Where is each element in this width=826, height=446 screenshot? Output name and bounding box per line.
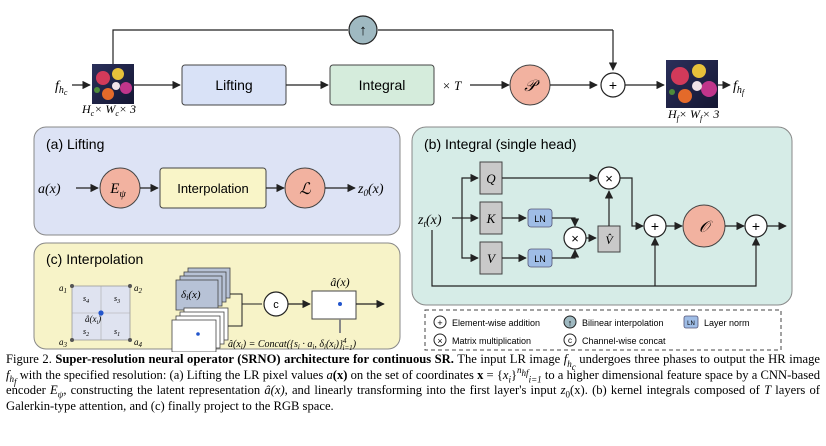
svg-text:×: × — [571, 231, 579, 246]
qv-multiply-node: × — [597, 166, 621, 190]
output-dims-label: Hf× Wf× 3 — [667, 107, 719, 123]
input-image-label: fhc — [55, 79, 68, 97]
integral-input-label: zt(x) — [417, 213, 442, 229]
svg-text:LN: LN — [687, 321, 695, 327]
svg-text:+: + — [609, 77, 617, 93]
svg-text:Matrix multiplication: Matrix multiplication — [452, 336, 531, 346]
up-arrow-icon: ↑ — [359, 22, 367, 39]
svg-text:V̂: V̂ — [605, 233, 614, 247]
encoder-node: Eψ — [99, 167, 141, 209]
input-dims-label: Hc× Wc× 3 — [81, 102, 136, 118]
svg-text:Bilinear interpolation: Bilinear interpolation — [582, 318, 664, 328]
legend-item-matmul: × Matrix multiplication — [433, 333, 531, 347]
attn-add-node: + — [643, 214, 667, 238]
caption-fig-label: Figure 2. — [6, 352, 52, 366]
svg-text:s4: s4 — [83, 294, 89, 305]
layer-norm-v: LN — [527, 248, 553, 268]
feature-map-stack — [171, 307, 229, 352]
lifting-output-label: z0(x) — [357, 182, 384, 198]
svg-text:â(x): â(x) — [330, 275, 349, 289]
lifting-panel-title: (a) Lifting — [46, 136, 104, 152]
svg-text:×: × — [437, 336, 442, 346]
vhat-block: V̂ — [597, 225, 621, 253]
svg-text:LN: LN — [534, 254, 546, 264]
key-block: K — [479, 201, 503, 235]
svg-text:K: K — [486, 211, 497, 226]
svg-text:Interpolation: Interpolation — [177, 181, 249, 196]
srno-architecture-figure: fhc Hc× Wc× 3 ↑ Lifting — [33, 15, 793, 352]
lifting-input-label: a(x) — [38, 182, 61, 197]
svg-text:Eψ: Eψ — [109, 181, 126, 200]
svg-text:c: c — [273, 299, 279, 311]
linear-transform-node: ℒ — [284, 167, 326, 209]
svg-text:c: c — [568, 336, 572, 345]
lifting-panel: (a) Lifting a(x) Eψ Interpolation ℒ z0(x… — [33, 126, 401, 236]
projection-node: 𝒫 — [509, 64, 551, 106]
svg-text:a1: a1 — [59, 283, 67, 295]
svg-text:Q: Q — [486, 171, 496, 186]
caption-title: Super-resolution neural operator (SRNO) … — [55, 352, 454, 366]
svg-text:a2: a2 — [134, 283, 143, 295]
value-block: V — [479, 241, 503, 275]
legend-item-concat: c Channel-wise concat — [563, 333, 666, 347]
svg-text:↑: ↑ — [568, 318, 573, 328]
svg-text:s1: s1 — [114, 327, 120, 338]
svg-text:â(xi): â(xi) — [85, 314, 101, 326]
latent-rep-box: â(x) — [311, 275, 357, 333]
legend-item-addition: + Element-wise addition — [433, 315, 540, 329]
ffn-add-node: + — [744, 214, 768, 238]
layer-norm-k: LN — [527, 208, 553, 228]
svg-text:s3: s3 — [114, 294, 120, 305]
output-add-node: + — [600, 72, 626, 98]
integral-panel: (b) Integral (single head) zt(x) Q K V L… — [411, 126, 793, 306]
interpolation-block: Interpolation — [159, 167, 267, 209]
figure-caption: Figure 2. Super-resolution neural operat… — [6, 352, 821, 413]
lifting-block: Lifting — [181, 64, 287, 106]
top-pipeline: fhc Hc× Wc× 3 ↑ Lifting — [55, 15, 746, 123]
lr-input-image — [92, 64, 134, 104]
output-image-label: fhf — [733, 79, 746, 97]
bilinear-upsample-node: ↑ — [348, 15, 378, 45]
output-op-node: 𝒪 — [682, 204, 726, 248]
relative-coord-stack: δi(x) — [175, 267, 231, 311]
svg-text:×: × — [605, 171, 613, 186]
bilinear-grid: a1 a2 a3 a4 s4 s3 s2 s1 â(xi) — [59, 283, 143, 349]
legend-item-bilinear: ↑ Bilinear interpolation — [563, 315, 664, 329]
svg-text:a3: a3 — [59, 337, 68, 349]
query-block: Q — [479, 161, 503, 195]
svg-text:δi(x): δi(x) — [181, 289, 201, 302]
svg-text:a4: a4 — [134, 337, 143, 349]
svg-text:+: + — [651, 218, 659, 234]
svg-text:ℒ: ℒ — [299, 181, 311, 198]
svg-text:s2: s2 — [83, 327, 89, 338]
repeat-t-label: × T — [442, 78, 462, 93]
legend: + Element-wise addition ↑ Bilinear inter… — [424, 309, 782, 351]
svg-text:Channel-wise concat: Channel-wise concat — [582, 336, 666, 346]
interp-panel-title: (c) Interpolation — [46, 251, 143, 267]
integral-block: Integral — [329, 64, 435, 106]
hr-output-image — [666, 60, 718, 108]
svg-text:Element-wise addition: Element-wise addition — [452, 318, 540, 328]
svg-text:LN: LN — [534, 214, 546, 224]
svg-text:+: + — [752, 218, 760, 234]
svg-text:Integral: Integral — [359, 77, 406, 93]
svg-text:+: + — [437, 318, 442, 328]
svg-text:Layer norm: Layer norm — [704, 318, 750, 328]
legend-item-layernorm: LN Layer norm — [683, 315, 750, 329]
svg-text:Lifting: Lifting — [215, 77, 252, 93]
svg-text:V: V — [487, 251, 497, 266]
integral-panel-title: (b) Integral (single head) — [424, 136, 577, 152]
interpolation-panel: (c) Interpolation a1 a2 a3 a4 s4 s3 s2 s… — [33, 242, 401, 352]
concat-node: c — [263, 291, 289, 317]
kv-multiply-node: × — [563, 226, 587, 250]
